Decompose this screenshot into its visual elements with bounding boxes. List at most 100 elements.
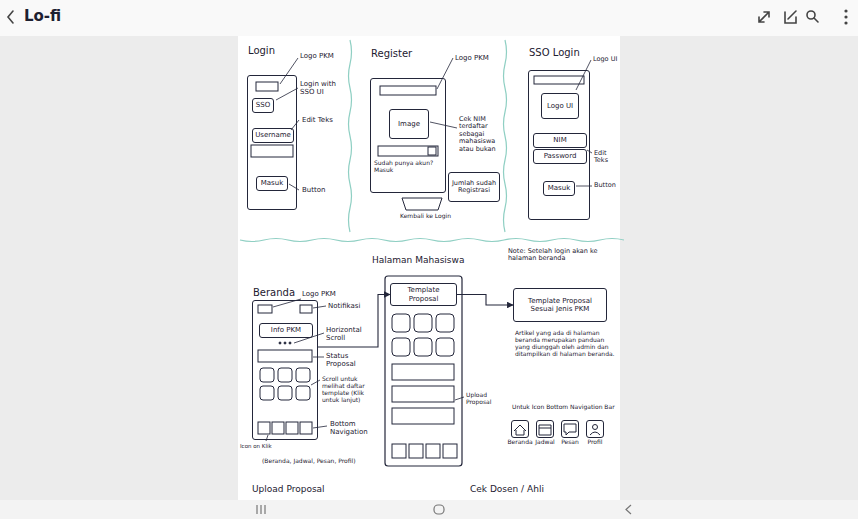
- separator-line: [349, 40, 352, 232]
- node-heading: Beranda: [507, 439, 532, 446]
- nav-icon-box: Pesan: [561, 420, 579, 438]
- carousel-dot: [279, 342, 281, 344]
- calendar-icon: [539, 425, 551, 435]
- header-box: Template Proposal: [390, 283, 457, 306]
- node-heading: SSO Login: [529, 47, 580, 59]
- nav-icon-box: Beranda: [511, 420, 529, 438]
- node-text: Image: [390, 110, 428, 138]
- node-heading: Register: [371, 48, 412, 60]
- checkbox: [428, 147, 436, 155]
- node-heading: Pesan: [561, 439, 579, 446]
- top-bar: [0, 0, 858, 36]
- logo-placeholder: [256, 82, 278, 91]
- banner-box: Info PKM: [259, 323, 313, 338]
- annotation-text: Edit Teks: [302, 116, 346, 124]
- annotation-text: Upload Proposal: [466, 392, 506, 406]
- menu-icon: [845, 22, 847, 24]
- annotation-text: Bottom Navigation: [330, 420, 376, 436]
- node-text: Jumlah sudah Registrasi: [449, 173, 499, 201]
- annotation-text: Status Proposal: [326, 352, 372, 368]
- search-icon: [814, 18, 818, 22]
- separator-line: [240, 40, 624, 242]
- input-box: Username: [252, 128, 294, 143]
- annotation-text: Login with SSO UI: [300, 80, 346, 96]
- leader-line: [280, 58, 298, 84]
- nav-tab: [392, 444, 406, 458]
- annotation-text: Scroll untuk melihat daftar template (Kl…: [322, 376, 380, 404]
- nav-tab: [258, 422, 270, 434]
- template-tile: [278, 368, 292, 382]
- node-text: Template Proposal: [391, 284, 456, 305]
- template-tile: [414, 314, 432, 332]
- node-text: Masuk: [544, 182, 574, 195]
- input-box: Password: [533, 149, 587, 164]
- phone-frame: RegisterImage: [370, 78, 446, 193]
- leader-line: [313, 426, 327, 428]
- flow-arrow: [318, 295, 390, 348]
- annotation-text: Button: [594, 182, 620, 189]
- annotation-text: Icon on Klik: [240, 443, 276, 449]
- node-text: Logo UI: [542, 94, 578, 118]
- annotation-text: Edit Teks: [594, 150, 618, 165]
- home-icon: [514, 425, 526, 435]
- button-box: Masuk: [543, 181, 575, 196]
- carousel-dot: [289, 342, 291, 344]
- annotation-text: Cek Dosen / Ahli: [470, 484, 590, 494]
- annotation-text: Upload Proposal: [252, 484, 372, 494]
- template-tile: [392, 314, 410, 332]
- nav-tab: [286, 422, 298, 434]
- recent-apps-icon: [257, 505, 265, 514]
- annotation-text: Logo UI: [593, 56, 619, 63]
- template-tile: [392, 338, 410, 356]
- annotation-text: Artikel yang ada di halaman beranda meru…: [515, 330, 615, 358]
- template-tile: [414, 338, 432, 356]
- annotation-text: Button: [302, 186, 342, 194]
- annotation-text: (Beranda, Jadwal, Pesan, Profil): [262, 458, 384, 465]
- template-tile: [296, 368, 310, 382]
- leader-line: [266, 435, 268, 441]
- node-text: Info PKM: [260, 324, 312, 337]
- leader-line: [313, 357, 324, 358]
- logo-placeholder: [258, 305, 272, 313]
- annotation-text: Horizontal Scroll: [326, 326, 372, 342]
- annotation-text: Note: Setelah login akan ke halaman bera…: [508, 248, 614, 263]
- phone-frame: [385, 276, 462, 466]
- toolbar-icon: [8, 10, 847, 24]
- nav-icon: [257, 505, 631, 514]
- back-icon: [8, 11, 13, 23]
- image-box: Image: [389, 109, 429, 139]
- nav-bar: [0, 500, 858, 519]
- home-icon: [434, 505, 444, 514]
- node-text: NIM: [534, 134, 586, 147]
- button-box: Masuk: [256, 176, 288, 191]
- note-box: Template Proposal Sesuai Jenis PKM: [513, 288, 607, 322]
- button-sketch: [402, 198, 442, 210]
- nav-tab: [443, 444, 457, 458]
- note-box: Jumlah sudah Registrasi: [448, 172, 500, 202]
- node-text: Template Proposal Sesuai Jenis PKM: [514, 289, 606, 321]
- annotation-text: Cek NIM terdaftar sebagai mahasiswa atau…: [459, 116, 501, 153]
- nav-icon-box: Jadwal: [536, 420, 554, 438]
- article-card: [392, 386, 454, 402]
- node-heading: Beranda: [253, 287, 295, 299]
- leader-line: [276, 88, 298, 100]
- nav-tab: [409, 444, 423, 458]
- phone-frame: LoginSSOUsernameMasuk: [247, 75, 297, 210]
- annotation-text: Kembali ke Login: [400, 213, 470, 220]
- leader-line: [313, 306, 326, 308]
- input-field: [378, 146, 438, 156]
- template-tile: [260, 368, 274, 382]
- node-heading: Profil: [588, 439, 603, 446]
- nav-tab: [272, 422, 284, 434]
- node-text: SSO: [253, 99, 273, 112]
- nav-tab: [300, 422, 312, 434]
- separator-line: [504, 40, 507, 232]
- carousel-dot: [284, 342, 286, 344]
- node-text: Masuk: [257, 177, 287, 190]
- note-title: Lo-fi: [24, 8, 104, 25]
- profile-icon: [593, 425, 598, 430]
- node-text: Username: [253, 129, 293, 142]
